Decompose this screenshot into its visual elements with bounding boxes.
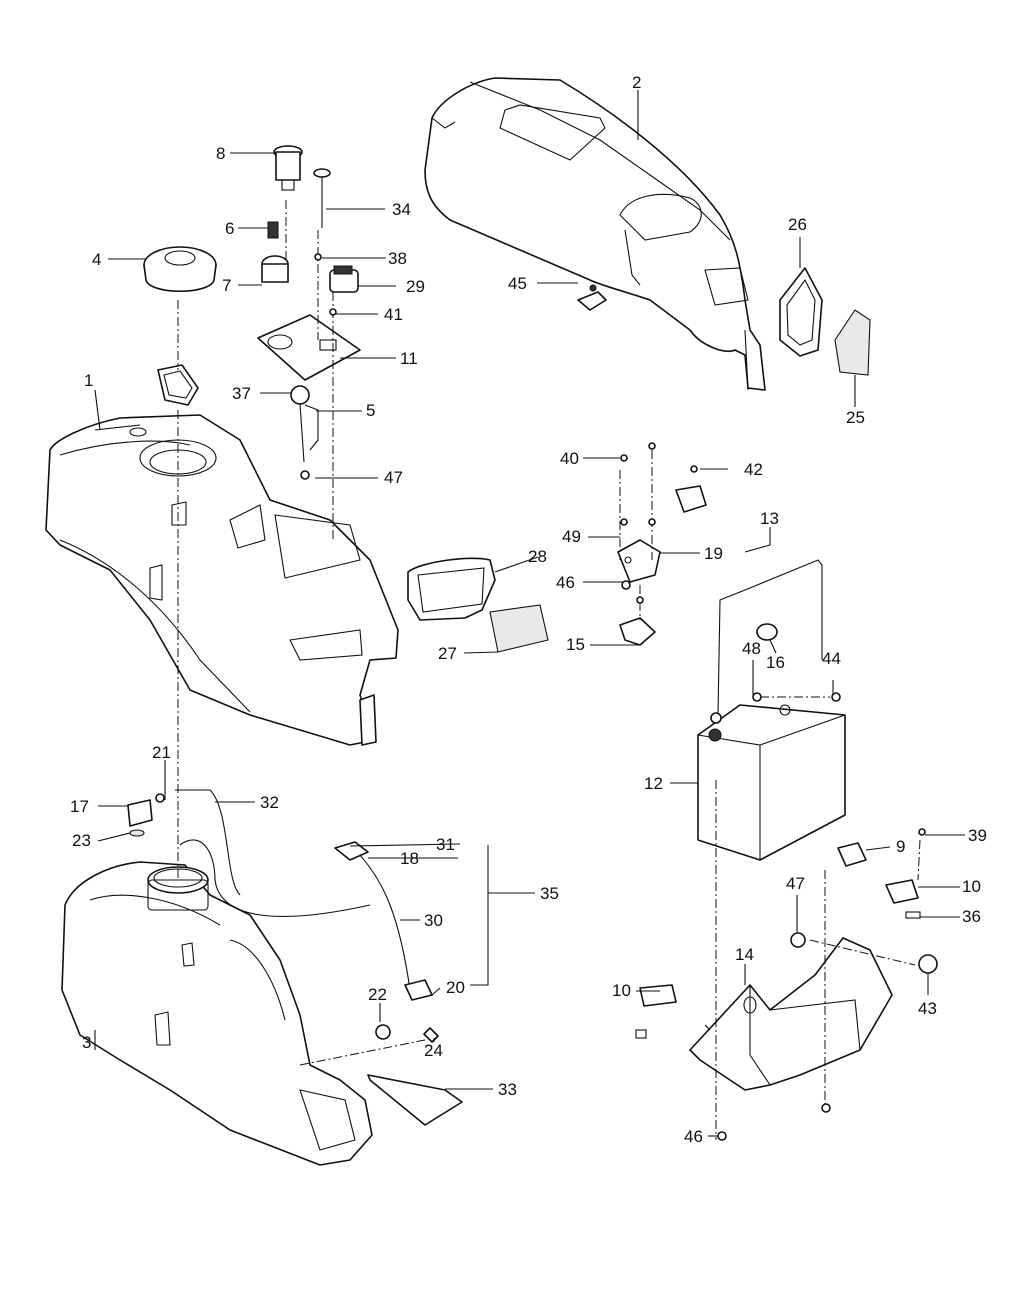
callout-28: 28 — [528, 547, 547, 566]
part-plate-11 — [257, 314, 361, 381]
part-switch-29 — [329, 265, 359, 293]
callout-labels: 1 2 3 4 5 6 7 8 9 10 10 11 12 13 14 15 1… — [70, 73, 987, 1146]
callout-1: 1 — [84, 371, 93, 390]
part-trim-26 — [779, 267, 823, 357]
callout-3: 3 — [82, 1033, 91, 1052]
part-upper-body — [45, 414, 399, 746]
part-trim-28 — [407, 557, 496, 621]
part-bracket-45 — [577, 284, 607, 311]
callout-47-top: 47 — [384, 468, 403, 487]
callout-12: 12 — [644, 774, 663, 793]
callout-30: 30 — [424, 911, 443, 930]
callout-49: 49 — [562, 527, 581, 546]
callout-38: 38 — [388, 249, 407, 268]
callout-36: 36 — [962, 907, 981, 926]
callout-31: 31 — [436, 835, 455, 854]
part-ignition-7 — [261, 255, 289, 283]
callout-6: 6 — [225, 219, 234, 238]
part-rear-cover — [424, 77, 766, 391]
callout-32: 32 — [260, 793, 279, 812]
part-fuel-lines — [127, 789, 439, 1043]
part-clamp-16 — [756, 623, 778, 641]
callout-25: 25 — [846, 408, 865, 427]
callout-21: 21 — [152, 743, 171, 762]
callout-40: 40 — [560, 449, 579, 468]
part-fuel-tank — [61, 861, 373, 1166]
part-battery-12 — [697, 704, 846, 861]
part-gas-cap-4 — [143, 246, 217, 293]
callout-39: 39 — [968, 826, 987, 845]
callout-44: 44 — [822, 649, 841, 668]
callout-20: 20 — [446, 978, 465, 997]
callout-27: 27 — [438, 644, 457, 663]
part-relay-9 — [837, 842, 867, 867]
callout-29: 29 — [406, 277, 425, 296]
callout-11: 11 — [400, 349, 418, 368]
callout-17: 17 — [70, 797, 89, 816]
callout-33: 33 — [498, 1080, 517, 1099]
callout-41: 41 — [384, 305, 403, 324]
callout-10-right: 10 — [962, 877, 981, 896]
callout-19: 19 — [704, 544, 723, 563]
part-solenoid-19 — [617, 539, 661, 583]
part-relay-10-left — [635, 984, 677, 1039]
part-hold-down-13 — [717, 559, 823, 716]
part-bumper-43 — [918, 954, 938, 974]
callout-7: 7 — [222, 276, 231, 295]
part-switch-8 — [273, 145, 303, 191]
callout-9: 9 — [896, 837, 905, 856]
part-tray-14 — [689, 937, 893, 1091]
callout-34: 34 — [392, 200, 411, 219]
part-relay-42 — [675, 485, 707, 513]
callout-5: 5 — [366, 401, 375, 420]
callout-48: 48 — [742, 639, 761, 658]
callout-16: 16 — [766, 653, 785, 672]
hardware-fasteners — [300, 253, 926, 1141]
callout-47-right: 47 — [786, 874, 805, 893]
part-grommet-47 — [790, 932, 806, 948]
assembly-lines — [177, 200, 921, 1140]
part-connector-15 — [619, 617, 656, 646]
callout-10-left: 10 — [612, 981, 631, 1000]
callout-24: 24 — [424, 1041, 443, 1060]
callout-42: 42 — [744, 460, 763, 479]
leader-lines — [94, 90, 965, 1137]
callout-26: 26 — [788, 215, 807, 234]
callout-22: 22 — [368, 985, 387, 1004]
callout-23: 23 — [72, 831, 91, 850]
callout-4: 4 — [92, 250, 101, 269]
part-key-6 — [267, 221, 279, 239]
callout-2: 2 — [632, 73, 641, 92]
callout-14: 14 — [735, 945, 754, 964]
part-shield-33 — [367, 1074, 463, 1126]
callout-18: 18 — [400, 849, 419, 868]
callout-8: 8 — [216, 144, 225, 163]
part-gasket-4 — [157, 364, 199, 406]
callout-37: 37 — [232, 384, 251, 403]
part-trim-25 — [834, 309, 871, 376]
callout-46-bottom: 46 — [684, 1127, 703, 1146]
callout-35: 35 — [540, 884, 559, 903]
part-lever-5 — [290, 385, 319, 463]
callout-45: 45 — [508, 274, 527, 293]
part-relay-10-right — [885, 879, 921, 919]
callout-15: 15 — [566, 635, 585, 654]
callout-13: 13 — [760, 509, 779, 528]
callout-43: 43 — [918, 999, 937, 1018]
callout-46-mid: 46 — [556, 573, 575, 592]
part-trim-27 — [489, 604, 549, 653]
part-knob-34 — [313, 168, 331, 228]
